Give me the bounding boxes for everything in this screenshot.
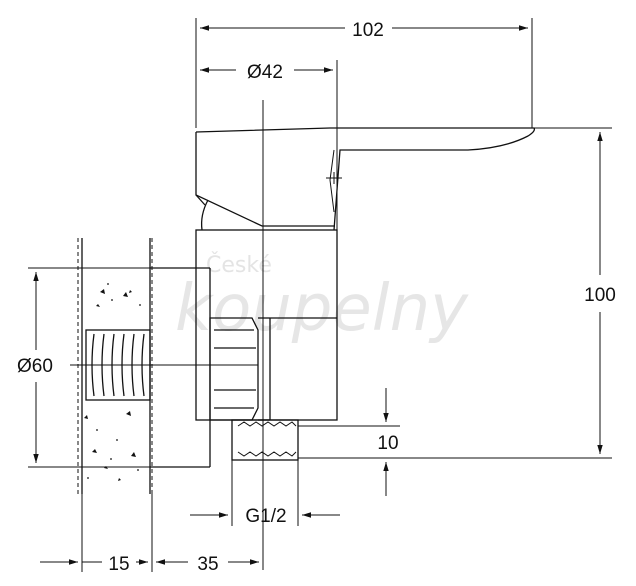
- watermark-line1: České: [206, 252, 272, 278]
- watermark: České koupelny: [175, 252, 469, 346]
- dim-label-60: Ø60: [17, 356, 53, 377]
- wall-section: [77, 238, 153, 494]
- dim-label-g12: G1/2: [245, 506, 286, 527]
- dim-label-10: 10: [377, 433, 398, 454]
- dim-thread-g12: G1/2: [190, 460, 340, 527]
- center-lines: [70, 100, 264, 570]
- dim-label-100: 100: [584, 285, 616, 306]
- dim-width-102: 102: [195, 18, 533, 128]
- dim-thread-10: 10: [298, 388, 400, 496]
- hex-connector: [209, 317, 271, 421]
- dim-diameter-42: Ø42: [200, 60, 338, 230]
- dim-height-100: 100: [298, 127, 616, 459]
- concrete-hatch: [84, 283, 141, 481]
- dim-diameter-60: Ø60: [17, 267, 150, 468]
- lever-handle: [195, 127, 536, 231]
- watermark-line2: koupelny: [175, 272, 469, 346]
- dim-label-42: Ø42: [247, 62, 283, 83]
- dim-label-35: 35: [197, 554, 218, 575]
- dim-label-102: 102: [352, 20, 384, 41]
- dim-label-15: 15: [108, 554, 129, 575]
- valve-body: [195, 229, 338, 461]
- dim-wall-15-35: 15 35: [40, 494, 259, 575]
